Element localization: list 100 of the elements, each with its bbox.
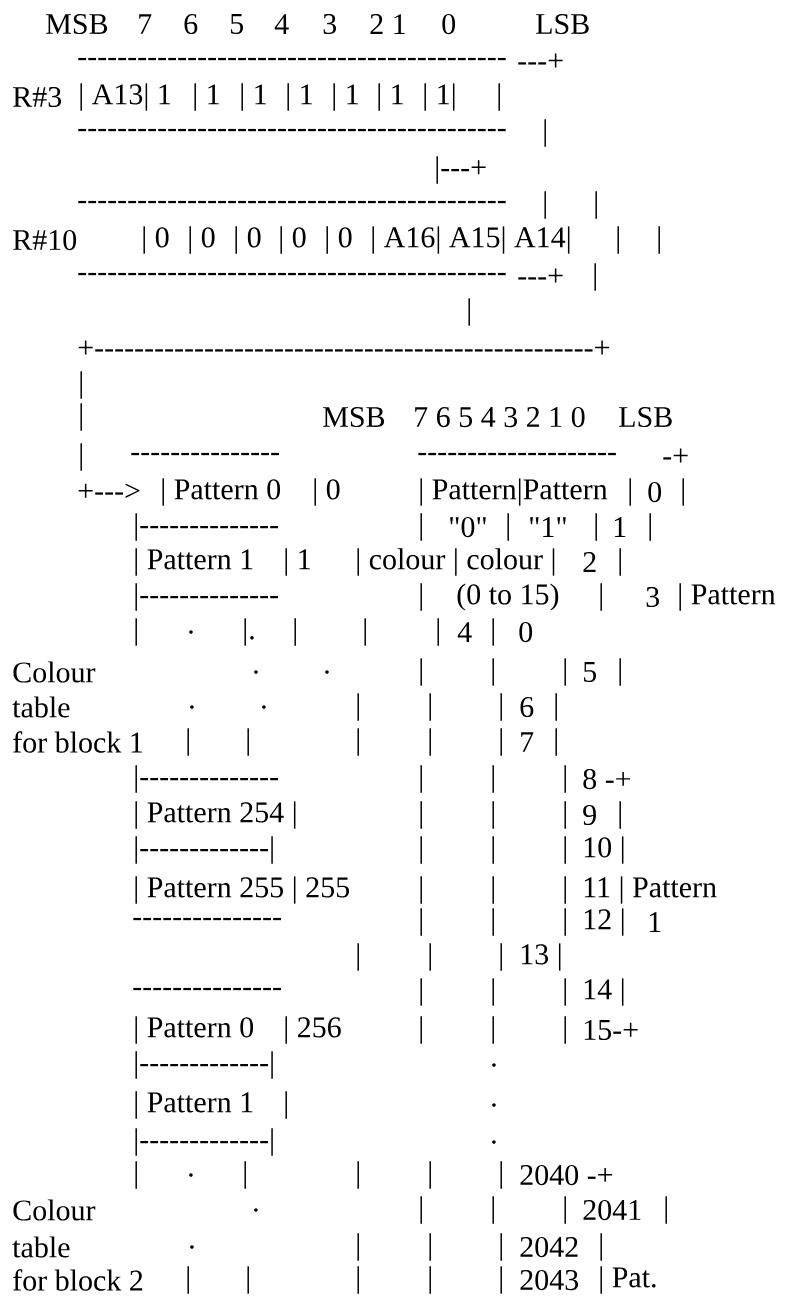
diagram-text: | (420, 801, 422, 829)
diagram-text: | (500, 728, 502, 756)
diagram-text: | (357, 693, 359, 721)
diagram-text: |. (244, 618, 254, 646)
diagram-text: . (254, 1208, 258, 1212)
diagram-text: (0 to 15) (457, 583, 559, 611)
diagram-text: | (500, 693, 502, 721)
diagram-text: | (500, 1161, 502, 1189)
diagram-text: | (658, 226, 660, 254)
diagram-text: ------------------------------------------- (78, 57, 506, 61)
diagram-text: . (189, 630, 193, 634)
diagram-text: --------------- (133, 987, 281, 991)
diagram-text: 7 6 5 4 3 2 1 0 (415, 406, 585, 428)
diagram-text: Colour (13, 661, 96, 683)
diagram-text: 6 (184, 13, 198, 35)
diagram-text: | (187, 728, 189, 756)
diagram-text: ------------------------------------------- (78, 128, 506, 132)
diagram-text: LSB (536, 13, 589, 35)
diagram-text: | (649, 513, 651, 541)
diagram-text: . (492, 1103, 496, 1107)
diagram-text: | (420, 876, 422, 904)
diagram-text: | (564, 1016, 566, 1044)
diagram-text: MSB (46, 13, 108, 35)
diagram-text: | 0 (326, 226, 352, 254)
diagram-text: | (544, 119, 546, 147)
diagram-text: | (492, 801, 494, 829)
diagram-text: | (244, 1161, 246, 1189)
diagram-text: |-------------| (135, 1128, 273, 1156)
diagram-text: | 0 (189, 226, 215, 254)
diagram-text: +--------------------------------------------------+ (78, 340, 610, 355)
diagram-text: -------------------- (418, 452, 616, 456)
diagram-text: | (429, 943, 431, 971)
diagram-text: | 0 (280, 226, 306, 254)
diagram-text: | (555, 693, 557, 721)
diagram-text: | (135, 1161, 137, 1189)
diagram-text: | (544, 191, 546, 219)
diagram-text: | (600, 583, 602, 611)
diagram-text: | (500, 1233, 502, 1261)
diagram-text: | (492, 1196, 494, 1224)
diagram-text: | (595, 191, 597, 219)
diagram-text: 2043 (520, 1269, 579, 1291)
diagram-text: | (492, 658, 494, 686)
diagram-text: 3 (646, 586, 660, 608)
diagram-text: | (564, 765, 566, 793)
diagram-text: | (492, 978, 494, 1006)
diagram-text: | (429, 1161, 431, 1189)
diagram-text: | 1 (241, 83, 266, 111)
diagram-text: 0 (648, 481, 662, 503)
diagram-text: | (492, 618, 494, 646)
diagram-text: | (420, 836, 422, 864)
diagram-text: | (80, 403, 82, 431)
diagram-text: . (492, 1140, 496, 1144)
diagram-text: | (564, 801, 566, 829)
diagram-text: | 1 (333, 83, 358, 111)
diagram-text: | (468, 298, 470, 326)
diagram-text: | (507, 513, 509, 541)
diagram-text: ---+ (518, 268, 563, 283)
diagram-text: 12 | (584, 908, 624, 936)
diagram-text: | (437, 618, 439, 646)
diagram-text: | A16| A15| A14| (372, 226, 570, 254)
diagram-text: | (564, 908, 566, 936)
diagram-text: "1" (530, 517, 566, 537)
diagram-text: . (492, 1063, 496, 1067)
diagram-text: | 256 (285, 1016, 341, 1044)
diagram-text: | (564, 876, 566, 904)
diagram-text: | (594, 263, 596, 291)
diagram-text: 2 1 (370, 14, 405, 34)
diagram-text: | 1 (194, 83, 219, 111)
diagram-text: . (190, 705, 194, 709)
diagram-text: | (564, 658, 566, 686)
diagram-text: table (12, 696, 70, 718)
diagram-text: | A13| 1 (80, 83, 171, 111)
diagram-text: 4 (457, 622, 472, 642)
diagram-text: | (420, 978, 422, 1006)
diagram-text: +---> (78, 483, 140, 498)
diagram-text: | Pattern|Pattern (420, 478, 608, 506)
diagram-text: R#10 (13, 229, 77, 251)
diagram-text: 10 | (584, 836, 624, 864)
diagram-text: 0 (442, 13, 456, 35)
diagram-text: | (429, 693, 431, 721)
diagram-text: 1 (614, 517, 626, 537)
diagram-text: | (364, 618, 366, 646)
diagram-text: | Pattern 1 (135, 1091, 253, 1119)
diagram-text: | (564, 836, 566, 864)
diagram-text: 14 | (584, 978, 624, 1006)
diagram-text: | 1 (285, 548, 310, 576)
diagram-text: | (187, 1266, 189, 1294)
diagram-text: ------------------------------------------- (78, 200, 506, 204)
diagram-text: | (492, 765, 494, 793)
diagram-text: 15-+ (584, 1019, 638, 1041)
diagram-text: | (617, 226, 619, 254)
diagram-text: 5 (230, 14, 244, 34)
diagram-text: . (254, 670, 258, 674)
diagram-text: --------------- (133, 917, 281, 921)
diagram-text: | 0 (314, 478, 340, 506)
diagram-text: |-------------- (135, 513, 278, 541)
diagram-text: | (420, 908, 422, 936)
diagram-text: | (498, 83, 500, 111)
diagram-text: | (619, 658, 621, 686)
diagram-text: . (325, 670, 329, 674)
